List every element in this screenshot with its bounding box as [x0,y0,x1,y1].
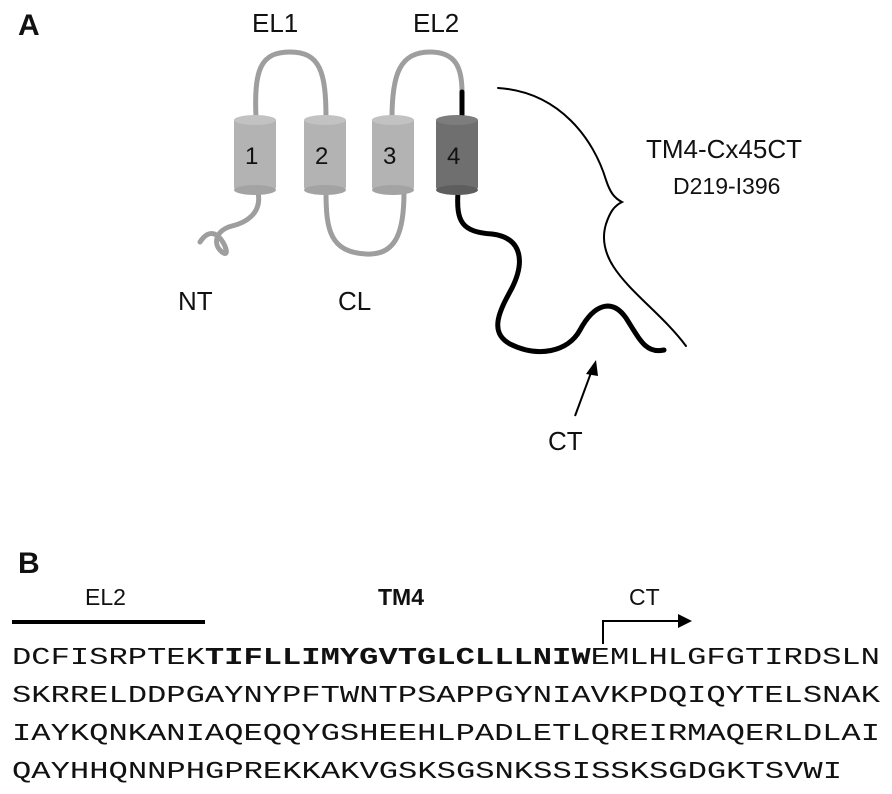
nt-loop [197,189,262,256]
ct-arrow-head [586,360,598,376]
helix-cylinders: 1 2 3 4 [234,115,478,195]
ct-label: CT [548,426,583,456]
el1-loop [253,49,329,121]
construct-loops [455,89,667,354]
panel-b-label: B [18,547,40,580]
el1-label: EL1 [252,8,298,38]
seq-el2-label: EL2 [85,584,126,610]
helix-4: 4 [436,115,478,195]
seq-ct-label: CT [629,584,660,610]
ct-start-arrow [602,614,692,644]
helix-1: 1 [234,115,276,195]
helix-2: 2 [304,115,346,195]
nt-label: NT [178,286,213,316]
panel-a-label: A [18,9,40,42]
el2-loop [389,49,465,121]
ct-construct-loop [455,189,667,354]
ct-start-arrow-head [678,614,692,628]
construct-title: TM4-Cx45CT [646,134,802,164]
sequence-el2-segment: DCFISRPTEK [12,645,205,672]
el2-label: EL2 [413,8,459,38]
sequence-line-4: QAYHHQNNPHGPREKKAKVGSKSGSNKSSISSKSGDGKTS… [12,759,842,786]
native-loops [197,49,465,257]
sequence-ct-segment: EMLHLGFGTIRDSLN [591,645,880,672]
helix-4-label: 4 [447,143,460,170]
cl-label: CL [338,286,371,316]
helix-1-label: 1 [245,143,258,170]
construct-range: D219-I396 [673,173,780,199]
sequence-line-2: SKRRELDDPGAYNYPFTWNTPSAPPGYNIAVKPDQIQYTE… [12,683,880,710]
helix-2-label: 2 [315,143,328,170]
ct-arrow [574,360,598,417]
helix-3-label: 3 [383,143,396,170]
sequence-tm4-segment: TIFLLIMYGVTGLCLLLNIW [205,645,591,672]
seq-tm4-label: TM4 [378,584,424,610]
cl-loop [323,189,407,257]
construct-brace [497,87,687,347]
helix-3: 3 [372,115,414,195]
sequence-line-3: IAYKQNKANIAQEQQYGSHEEHLPADLETLQREIRMAQER… [12,721,880,748]
